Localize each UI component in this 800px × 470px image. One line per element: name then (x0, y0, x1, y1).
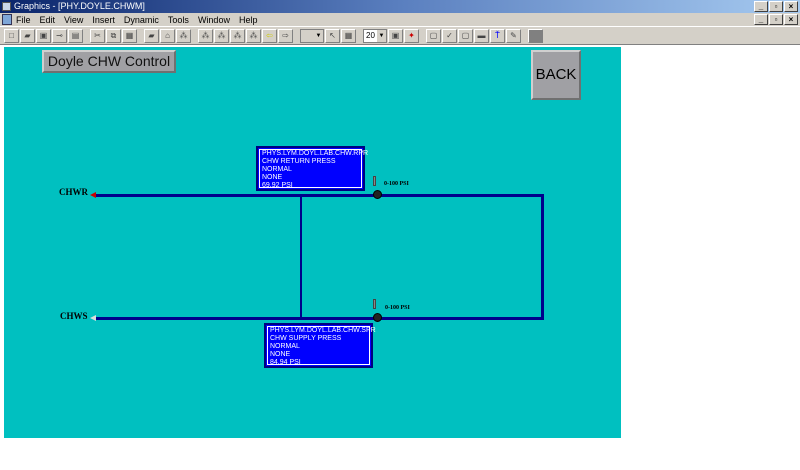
point-description: CHW RETURN PRESS (262, 158, 336, 165)
point-name: PHYS.LYM.DOYL.LAB.CHW.SPR (270, 327, 376, 334)
window-title: Graphics - [PHY.DOYLE.CHWM] (14, 1, 145, 11)
grid-icon[interactable]: ▦ (341, 28, 356, 43)
menu-view[interactable]: View (64, 14, 84, 25)
supply-pressure-point-box[interactable]: PHYS.LYM.DOYL.LAB.CHW.SPR CHW SUPPLY PRE… (264, 323, 376, 368)
cut-icon[interactable]: ✂ (90, 28, 105, 43)
point-status: NORMAL (270, 343, 300, 350)
chws-pipe (96, 317, 544, 320)
print-icon[interactable]: ▤ (68, 28, 83, 43)
key-icon[interactable]: ⊸ (52, 28, 67, 43)
chws-arrow-icon (90, 315, 96, 321)
link-icon-2[interactable]: ⁂ (214, 28, 229, 43)
doc-minimize-button[interactable]: _ (754, 14, 768, 25)
point-description: CHW SUPPLY PRESS (270, 335, 342, 342)
tool-icon-1[interactable]: ▢ (426, 28, 441, 43)
paste-icon[interactable]: ▦ (122, 28, 137, 43)
return-gauge-range: 0-100 PSI (384, 181, 409, 187)
document-icon[interactable] (2, 14, 12, 25)
menu-help[interactable]: Help (238, 14, 258, 25)
edit-icon[interactable]: ✎ (506, 28, 521, 43)
supply-pressure-gauge-icon[interactable] (373, 313, 382, 322)
open-icon[interactable]: ▰ (20, 28, 35, 43)
restore-button[interactable]: ▫ (769, 1, 783, 12)
menu-window[interactable]: Window (197, 14, 230, 25)
doc-close-button[interactable]: × (784, 14, 798, 25)
return-gauge-stem-icon (373, 176, 376, 186)
color-box-icon[interactable] (528, 28, 543, 43)
display-icon[interactable]: ▣ (388, 28, 403, 43)
return-pressure-point-box[interactable]: PHYS.LYM.DOYL.LAB.CHW.RPR CHW RETURN PRE… (256, 146, 369, 191)
window-title-bar: Graphics - [PHY.DOYLE.CHWM] _ ▫ × (0, 0, 800, 13)
menu-edit[interactable]: Edit (39, 14, 56, 25)
menu-dynamic[interactable]: Dynamic (123, 14, 159, 25)
home-icon[interactable]: ⌂ (160, 28, 175, 43)
link-icon-4[interactable]: ⁂ (246, 28, 261, 43)
tool-icon-3[interactable]: ▬ (474, 28, 489, 43)
menu-file[interactable]: File (16, 14, 31, 25)
menu-tools[interactable]: Tools (167, 14, 189, 25)
chwr-label: CHWR (59, 187, 88, 197)
return-pressure-gauge-icon[interactable] (373, 190, 382, 199)
menu-bar: File Edit View Insert Dynamic Tools Wind… (0, 13, 800, 26)
point-priority: NONE (270, 351, 291, 358)
save-icon[interactable]: ▣ (36, 28, 51, 43)
app-icon (2, 2, 11, 11)
forward-arrow-icon[interactable]: ⇨ (278, 28, 293, 43)
chws-label: CHWS (60, 311, 88, 321)
link-icon-3[interactable]: ⁂ (230, 28, 245, 43)
back-arrow-icon[interactable]: ⇦ (262, 28, 277, 43)
chwr-pipe (96, 194, 544, 197)
point-name: PHYS.LYM.DOYL.LAB.CHW.RPR (262, 150, 369, 157)
point-value: 69.92 PSI (262, 182, 293, 189)
copy-icon[interactable]: ⧉ (106, 28, 121, 43)
supply-gauge-range: 0-100 PSI (385, 305, 410, 311)
link-icon-1[interactable]: ⁂ (198, 28, 213, 43)
tree-icon[interactable]: Ť (490, 28, 505, 43)
palette-icon[interactable]: ✦ (404, 28, 419, 43)
bypass-pipe (300, 194, 302, 319)
menu-insert[interactable]: Insert (92, 14, 115, 25)
new-icon[interactable]: □ (4, 28, 19, 43)
doc-restore-button[interactable]: ▫ (769, 14, 783, 25)
point-value: 84.94 PSI (270, 359, 301, 366)
point-status: NORMAL (262, 166, 292, 173)
end-pipe (541, 194, 544, 320)
close-button[interactable]: × (784, 1, 798, 12)
layer-select[interactable]: ▼ (300, 28, 324, 43)
point-priority: NONE (262, 174, 283, 181)
pointer-icon[interactable]: ↖ (325, 28, 340, 43)
toolbar: □ ▰ ▣ ⊸ ▤ ✂ ⧉ ▦ ▰ ⌂ ⁂ ⁂ ⁂ ⁂ ⁂ ⇦ ⇨ ▼ ↖ ▦ … (0, 26, 800, 45)
graphics-canvas: Doyle CHW Control BACK CHWR CHWS 0-100 P… (4, 47, 621, 438)
minimize-button[interactable]: _ (754, 1, 768, 12)
check-icon[interactable]: ✓ (442, 28, 457, 43)
chwr-arrow-icon (90, 192, 96, 198)
title-button[interactable]: Doyle CHW Control (42, 50, 176, 73)
folder-icon[interactable]: ▰ (144, 28, 159, 43)
back-button[interactable]: BACK (531, 50, 581, 100)
zoom-select[interactable]: 20▼ (363, 28, 387, 43)
tool-icon-2[interactable]: ▢ (458, 28, 473, 43)
network-icon[interactable]: ⁂ (176, 28, 191, 43)
supply-gauge-stem-icon (373, 299, 376, 309)
